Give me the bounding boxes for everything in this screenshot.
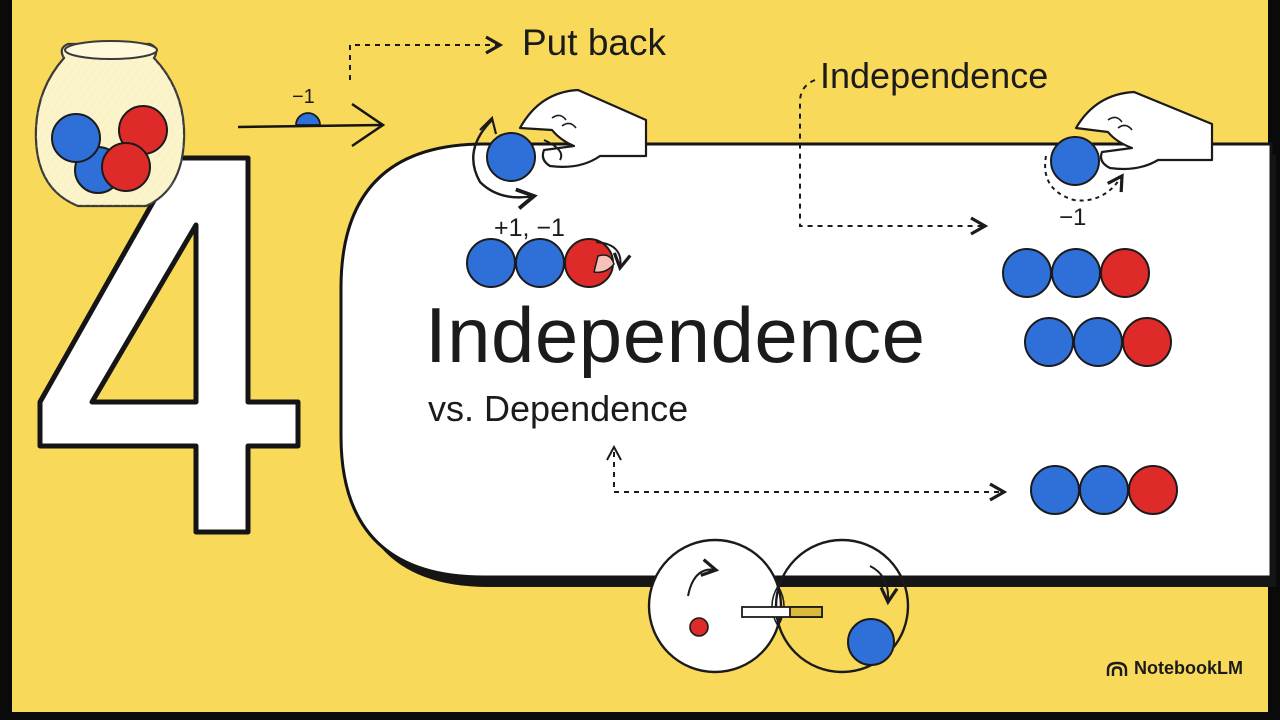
small-red-ball bbox=[689, 617, 709, 637]
right-ball-row-3 bbox=[1030, 465, 1178, 515]
overlapping-circles-diagram bbox=[647, 538, 910, 674]
right-ball-row-1 bbox=[1002, 248, 1150, 298]
small-blue-ball bbox=[847, 618, 895, 666]
right-hand-illustration bbox=[1050, 90, 1214, 186]
independence-dashed-arrow bbox=[799, 79, 989, 236]
put-back-dashed-arrow bbox=[349, 35, 504, 80]
slide-title: Independence bbox=[425, 291, 926, 379]
brand-name: NotebookLM bbox=[1134, 658, 1243, 678]
row1-ball-blue bbox=[515, 238, 565, 288]
bottom-dashed-arrow bbox=[613, 452, 1008, 502]
put-back-label: Put back bbox=[522, 22, 666, 63]
big-number-four bbox=[37, 155, 301, 535]
draw-arrow bbox=[237, 123, 383, 129]
rotate-arrow bbox=[472, 119, 538, 210]
independence-label: Independence bbox=[820, 55, 1049, 96]
right-ball-row-2 bbox=[1024, 317, 1172, 367]
jar-ball-red bbox=[101, 142, 151, 192]
jar-ball-blue bbox=[51, 113, 101, 163]
held-ball-blue bbox=[486, 132, 536, 182]
right-held-ball-blue bbox=[1050, 136, 1100, 186]
minus-one-right-label: −1 bbox=[1059, 204, 1087, 231]
plus-minus-label: +1, −1 bbox=[494, 214, 565, 242]
slide-subtitle: vs. Dependence bbox=[428, 388, 689, 429]
brand: NotebookLM bbox=[1106, 658, 1243, 679]
left-hand-illustration bbox=[486, 88, 648, 182]
row1-ball-blue bbox=[466, 238, 516, 288]
jar-illustration bbox=[34, 40, 186, 208]
notebooklm-logo-icon bbox=[1106, 661, 1128, 676]
minus-one-label: −1 bbox=[292, 86, 315, 108]
